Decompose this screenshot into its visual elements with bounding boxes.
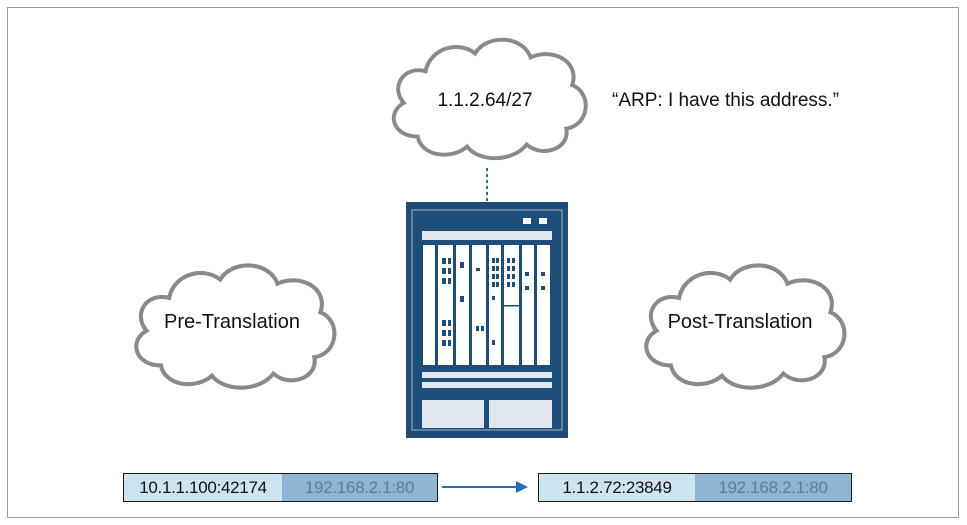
post-packet-destination: 192.168.2.1:80 [695, 473, 852, 502]
cloud-top-label: 1.1.2.64/27 [437, 90, 532, 111]
pre-packet-source: 10.1.1.100:42174 [123, 473, 283, 502]
translation-arrow-icon [442, 481, 528, 493]
pre-packet-source-text: 10.1.1.100:42174 [139, 477, 267, 497]
arp-note: “ARP: I have this address.” [612, 90, 839, 111]
post-packet-source-text: 1.1.2.72:23849 [562, 477, 672, 497]
post-packet-source: 1.1.2.72:23849 [538, 473, 696, 502]
cloud-pre-translation: Pre-Translation [136, 265, 334, 387]
cloud-post-translation: Post-Translation [646, 265, 844, 387]
pre-packet-destination: 192.168.2.1:80 [282, 473, 438, 502]
router-chassis-icon [406, 202, 568, 438]
cloud-pre-label: Pre-Translation [164, 311, 300, 333]
cloud-top: 1.1.2.64/27 [394, 40, 586, 159]
cloud-post-label: Post-Translation [668, 311, 813, 333]
post-packet-destination-text: 192.168.2.1:80 [718, 477, 828, 497]
pre-packet-destination-text: 192.168.2.1:80 [304, 477, 415, 497]
diagram-frame [7, 7, 959, 518]
